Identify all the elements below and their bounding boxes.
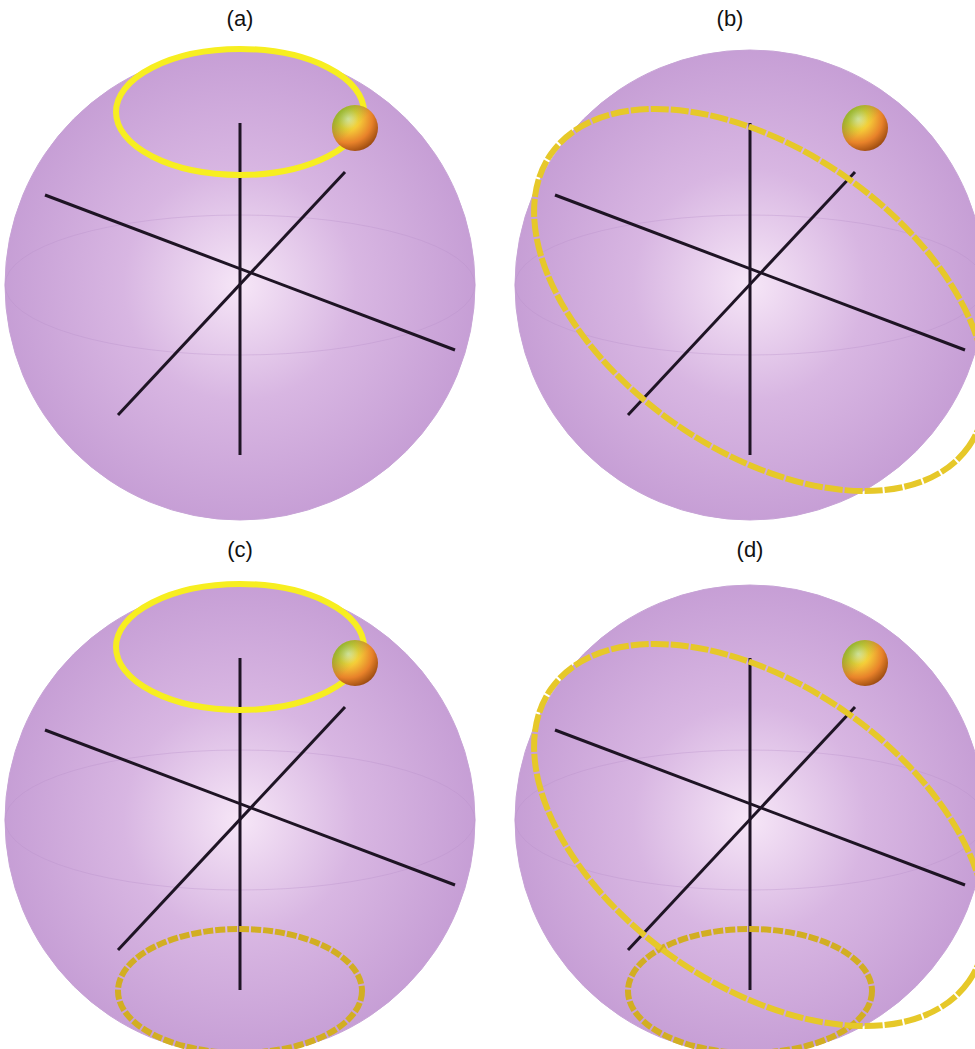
state-ball-tint — [842, 640, 888, 686]
state-ball — [332, 640, 378, 686]
panel-label: (a) — [227, 6, 254, 32]
panel-label: (d) — [737, 537, 764, 563]
state-ball-tint — [842, 105, 888, 151]
bloch-sphere — [5, 584, 475, 1049]
state-ball-tint — [332, 640, 378, 686]
bloch-sphere — [5, 49, 475, 520]
sphere — [5, 50, 475, 520]
axis — [118, 172, 345, 415]
axis — [628, 707, 855, 950]
axis — [118, 707, 345, 950]
axis — [749, 658, 752, 990]
axis — [749, 123, 752, 455]
sphere — [515, 585, 975, 1049]
trajectory — [628, 929, 872, 1049]
state-ball-tint — [332, 105, 378, 151]
sphere — [5, 585, 475, 1049]
bloch-sphere — [465, 566, 975, 1049]
trajectory — [465, 31, 975, 569]
state-ball — [842, 640, 888, 686]
axis — [628, 172, 855, 415]
state-ball — [842, 105, 888, 151]
panel-label: (b) — [717, 6, 744, 32]
bloch-sphere — [465, 31, 975, 569]
state-ball — [332, 105, 378, 151]
sphere — [515, 50, 975, 520]
panel-label: (c) — [227, 537, 253, 563]
trajectory — [118, 929, 362, 1049]
trajectory — [116, 584, 364, 710]
trajectory — [465, 566, 975, 1049]
trajectory — [116, 49, 364, 175]
